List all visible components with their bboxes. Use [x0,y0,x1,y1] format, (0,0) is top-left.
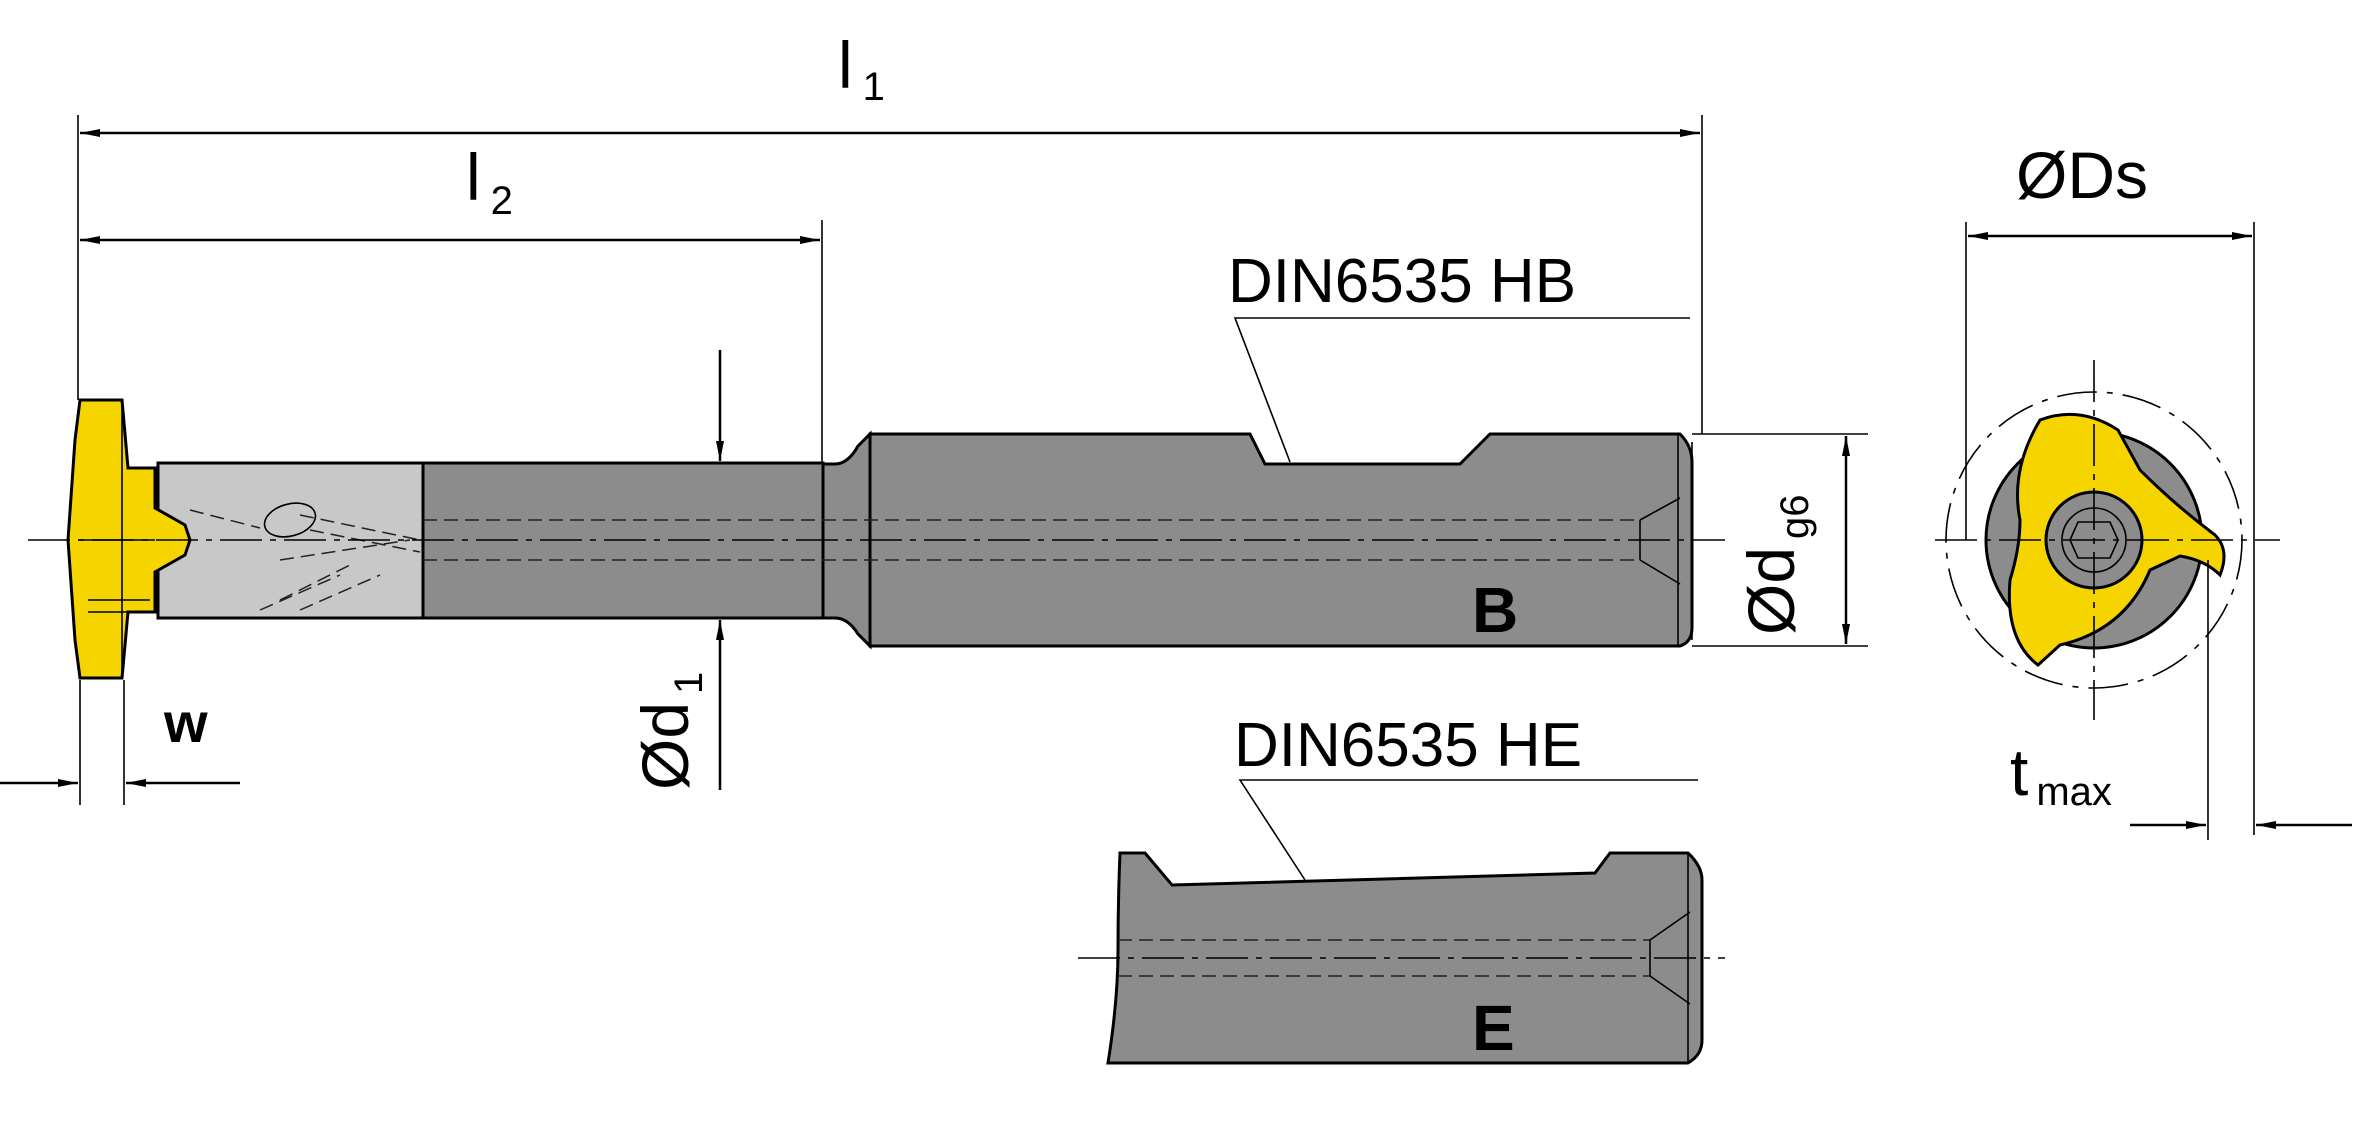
label-ds: ØDs [2016,138,2148,212]
neck-transition [818,430,872,650]
label-dg6: Ødg6 [1734,494,1817,635]
label-w: w [163,691,208,754]
variant-b: B [1472,574,1518,646]
callout-hb: DIN6535 HB [1228,247,1576,316]
callout-he: DIN6535 HE [1234,711,1582,780]
label-d1: Ød1 [628,672,711,790]
end-view [1935,360,2280,720]
detail-e [1078,851,1725,1065]
variant-e: E [1472,992,1515,1064]
dimension-lines [0,115,2352,881]
side-view [28,398,1725,680]
insert-side [66,398,192,680]
